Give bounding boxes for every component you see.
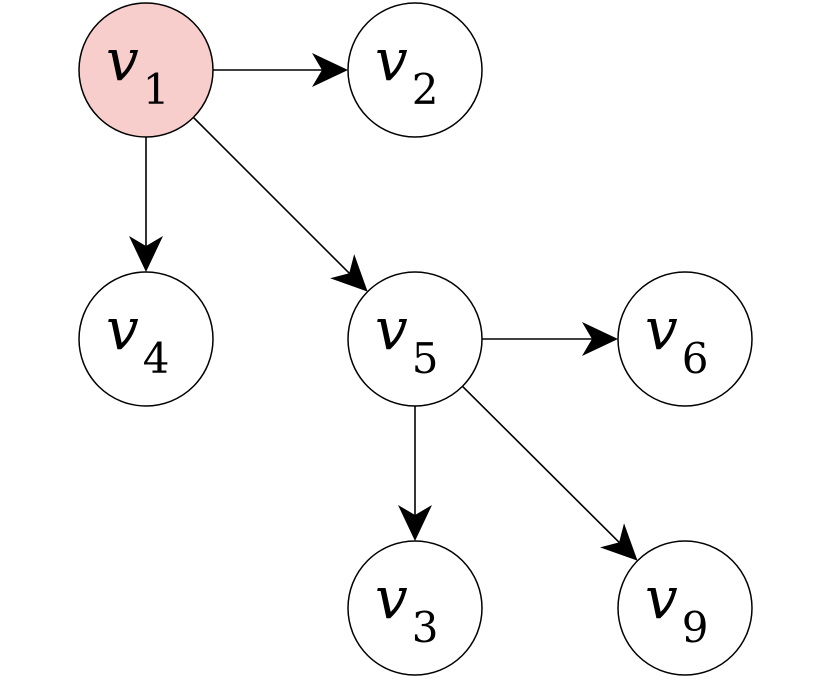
node-circle <box>347 2 483 138</box>
node-letter: v <box>375 26 408 94</box>
node-subscript: 9 <box>682 603 709 652</box>
node-v2: v2 <box>347 2 483 138</box>
node-letter: v <box>375 564 408 632</box>
edge-line <box>461 385 620 543</box>
arrowhead-icon <box>129 236 163 272</box>
node-subscript: 1 <box>143 65 170 114</box>
edge-v5-v6 <box>482 322 618 356</box>
node-v1: v1 <box>78 2 214 138</box>
node-label: v4 <box>106 295 170 383</box>
node-subscript: 5 <box>412 334 439 383</box>
node-letter: v <box>106 295 139 363</box>
edge-line <box>192 116 350 274</box>
node-subscript: 2 <box>412 65 439 114</box>
arrowhead-icon <box>600 523 638 561</box>
edge-v1-v5 <box>192 116 368 292</box>
edges-layer <box>129 53 638 561</box>
edge-v5-v3 <box>398 406 432 541</box>
node-circle <box>78 271 214 407</box>
node-v6: v6 <box>617 271 753 407</box>
node-subscript: 3 <box>412 603 439 652</box>
node-label: v2 <box>375 26 439 114</box>
node-circle <box>617 271 753 407</box>
edge-v1-v2 <box>213 53 348 87</box>
node-label: v6 <box>645 295 709 383</box>
node-circle <box>347 271 483 407</box>
node-subscript: 6 <box>682 334 709 383</box>
node-circle <box>617 540 753 676</box>
arrowhead-icon <box>330 254 368 292</box>
node-label: v3 <box>375 564 439 652</box>
arrowhead-icon <box>398 505 432 541</box>
node-circle <box>347 540 483 676</box>
node-letter: v <box>375 295 408 363</box>
node-letter: v <box>106 26 139 94</box>
node-v5: v5 <box>347 271 483 407</box>
node-label: v9 <box>645 564 709 652</box>
edge-v5-v9 <box>461 385 638 561</box>
arrowhead-icon <box>312 53 348 87</box>
edge-v1-v4 <box>129 137 163 272</box>
node-subscript: 4 <box>143 334 170 383</box>
arrowhead-icon <box>582 322 618 356</box>
node-v4: v4 <box>78 271 214 407</box>
node-label: v1 <box>106 26 170 114</box>
node-v3: v3 <box>347 540 483 676</box>
node-circle <box>78 2 214 138</box>
node-letter: v <box>645 295 678 363</box>
node-letter: v <box>645 564 678 632</box>
node-v9: v9 <box>617 540 753 676</box>
node-label: v5 <box>375 295 439 383</box>
